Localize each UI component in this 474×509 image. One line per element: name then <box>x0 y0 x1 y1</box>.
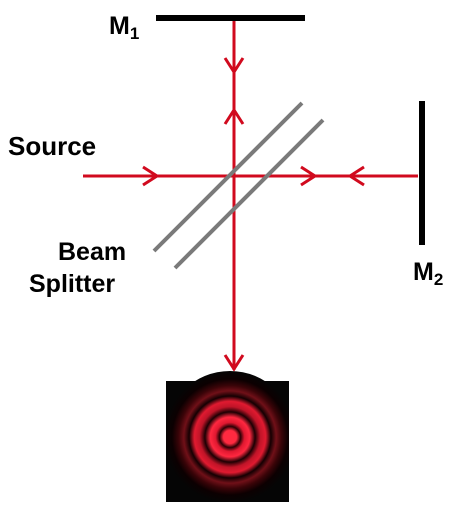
arrow-up-icon <box>223 107 245 125</box>
mirror-m2-label: M2 <box>413 258 443 289</box>
source-label: Source <box>8 131 96 161</box>
beam-splitter-front-plate <box>152 101 304 253</box>
arrow-down-icon <box>223 57 245 75</box>
fringe-clip-right <box>289 370 309 509</box>
fringe-pattern-icon <box>164 371 296 503</box>
fringe-pattern-image <box>150 370 310 509</box>
mirror-m1 <box>156 15 305 21</box>
beam-splitter-label-line2: Splitter <box>29 270 115 298</box>
arrow-down-icon <box>223 354 245 372</box>
mirror-m1-label: M1 <box>109 12 139 43</box>
mirror-m2 <box>419 101 425 245</box>
beam-splitter <box>152 101 325 270</box>
fringe-clip-left <box>150 370 166 509</box>
beam-arrows <box>142 57 365 372</box>
arrow-right-icon <box>142 165 160 187</box>
arrow-left-icon <box>347 165 365 187</box>
beam-splitter-back-plate <box>173 118 325 270</box>
beam-splitter-label-line1: Beam <box>58 238 126 266</box>
beam-paths <box>83 20 418 370</box>
fringe-clip-bottom <box>150 502 310 509</box>
arrow-right-icon <box>300 165 318 187</box>
